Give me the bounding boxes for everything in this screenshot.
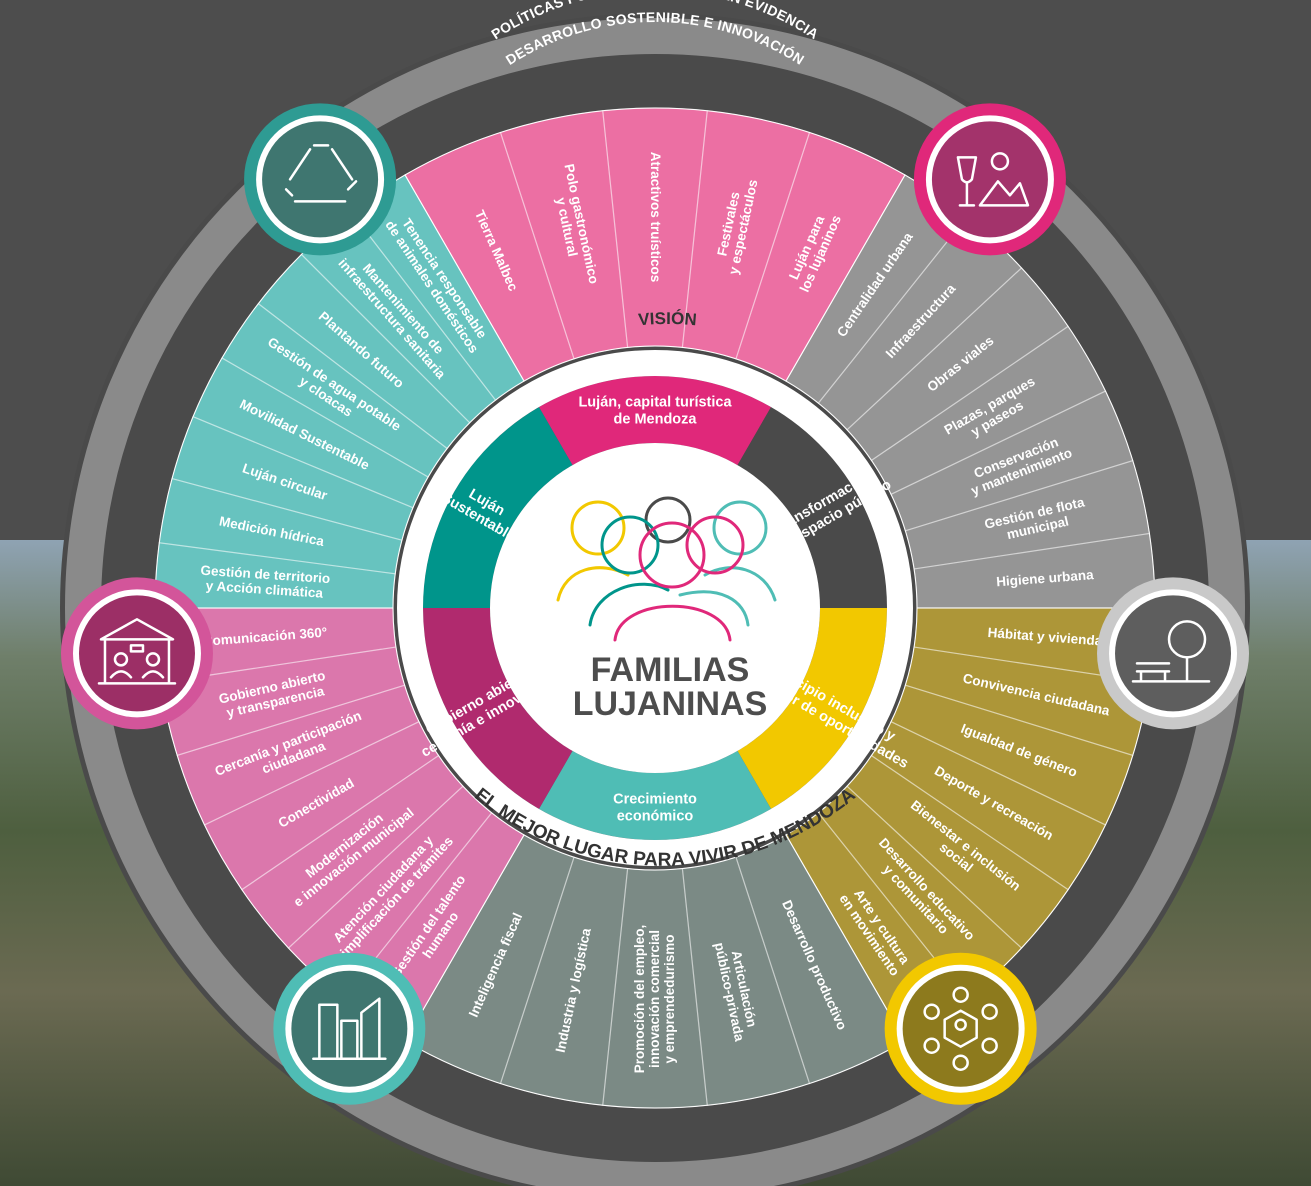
axis-inner-gobierno <box>423 608 573 809</box>
item-divider <box>870 325 1107 496</box>
axis-inner-espacio-publico <box>737 407 887 608</box>
item-divider <box>499 110 629 360</box>
badge-glyph <box>1131 620 1211 683</box>
item-divider <box>176 684 420 826</box>
axis-item-turismo-3: Atractivos truísticos <box>648 152 663 283</box>
town-hall-meeting-icon <box>60 577 213 730</box>
badges <box>60 103 1250 1105</box>
axis-item-crecimiento-3: Promoción del empleo,innovación comercia… <box>632 925 677 1074</box>
community-network-icon <box>884 952 1037 1105</box>
axis-inner-inclusion <box>737 608 887 809</box>
badge-fill <box>291 970 408 1087</box>
axis-item-espacio-publico-7: Higiene urbana <box>996 567 1095 589</box>
item-divider <box>846 267 1069 462</box>
badge-glyph <box>284 144 358 203</box>
axis-inner-turismo <box>539 375 771 466</box>
axis-inner-crecimiento <box>539 750 771 840</box>
item-divider <box>890 684 1134 826</box>
item-divider <box>159 646 406 757</box>
item-divider <box>681 110 811 360</box>
axis-item-line: y emprendedurismo <box>662 934 677 1063</box>
item-divider <box>499 856 629 1106</box>
badge-glyph <box>97 618 177 685</box>
item-divider <box>890 390 1134 532</box>
item-divider <box>192 357 429 509</box>
item-divider <box>171 415 414 541</box>
item-divider <box>904 459 1151 570</box>
center-title-line2: LUJANINAS <box>573 685 768 723</box>
item-divider <box>158 477 403 575</box>
axis-item-line: Higiene urbana <box>996 567 1095 589</box>
axis-label-line: de Mendoza <box>614 412 698 428</box>
vision-label: VISIÓN <box>637 309 697 329</box>
item-divider <box>241 754 464 949</box>
item-divider <box>221 302 448 478</box>
badge-fill <box>931 121 1048 238</box>
axis-inner-sustentable <box>423 407 573 608</box>
axis-item-line: innovación comercial <box>647 930 662 1068</box>
inner-white-ring <box>397 350 913 866</box>
axis-label-line: Crecimiento <box>613 792 697 808</box>
badge-glyph <box>923 986 998 1071</box>
badge-glyph <box>956 152 1030 207</box>
axis-outer-turismo <box>404 107 906 382</box>
park-bench-tree-icon <box>1097 577 1250 730</box>
axis-item-line: Atractivos truísticos <box>648 152 663 283</box>
item-divider <box>404 131 575 382</box>
recycle-icon <box>244 103 397 256</box>
item-divider <box>870 720 1107 891</box>
axis-outer-crecimiento <box>404 834 906 1109</box>
city-buildings-icon <box>273 952 426 1105</box>
item-divider <box>257 253 471 450</box>
badge-fill <box>78 595 195 712</box>
item-divider <box>846 754 1069 949</box>
item-divider <box>681 856 811 1106</box>
badge-glyph <box>312 997 387 1060</box>
wine-sun-mountains-icon <box>913 103 1066 256</box>
center-title-line1: FAMILIAS <box>591 651 750 689</box>
families-illustration <box>556 496 777 642</box>
item-divider <box>817 785 1023 1000</box>
item-divider <box>602 107 708 349</box>
axis-item-line: Promoción del empleo, <box>632 925 647 1074</box>
badge-fill <box>262 121 379 238</box>
item-divider <box>735 834 906 1085</box>
item-divider <box>602 867 708 1109</box>
axis-label-line: económico <box>617 809 694 825</box>
axis-label-line: Luján, capital turística <box>578 395 732 411</box>
badge-fill <box>1115 595 1232 712</box>
item-divider <box>203 720 440 891</box>
axis-outer-espacio-publico <box>785 174 1156 609</box>
